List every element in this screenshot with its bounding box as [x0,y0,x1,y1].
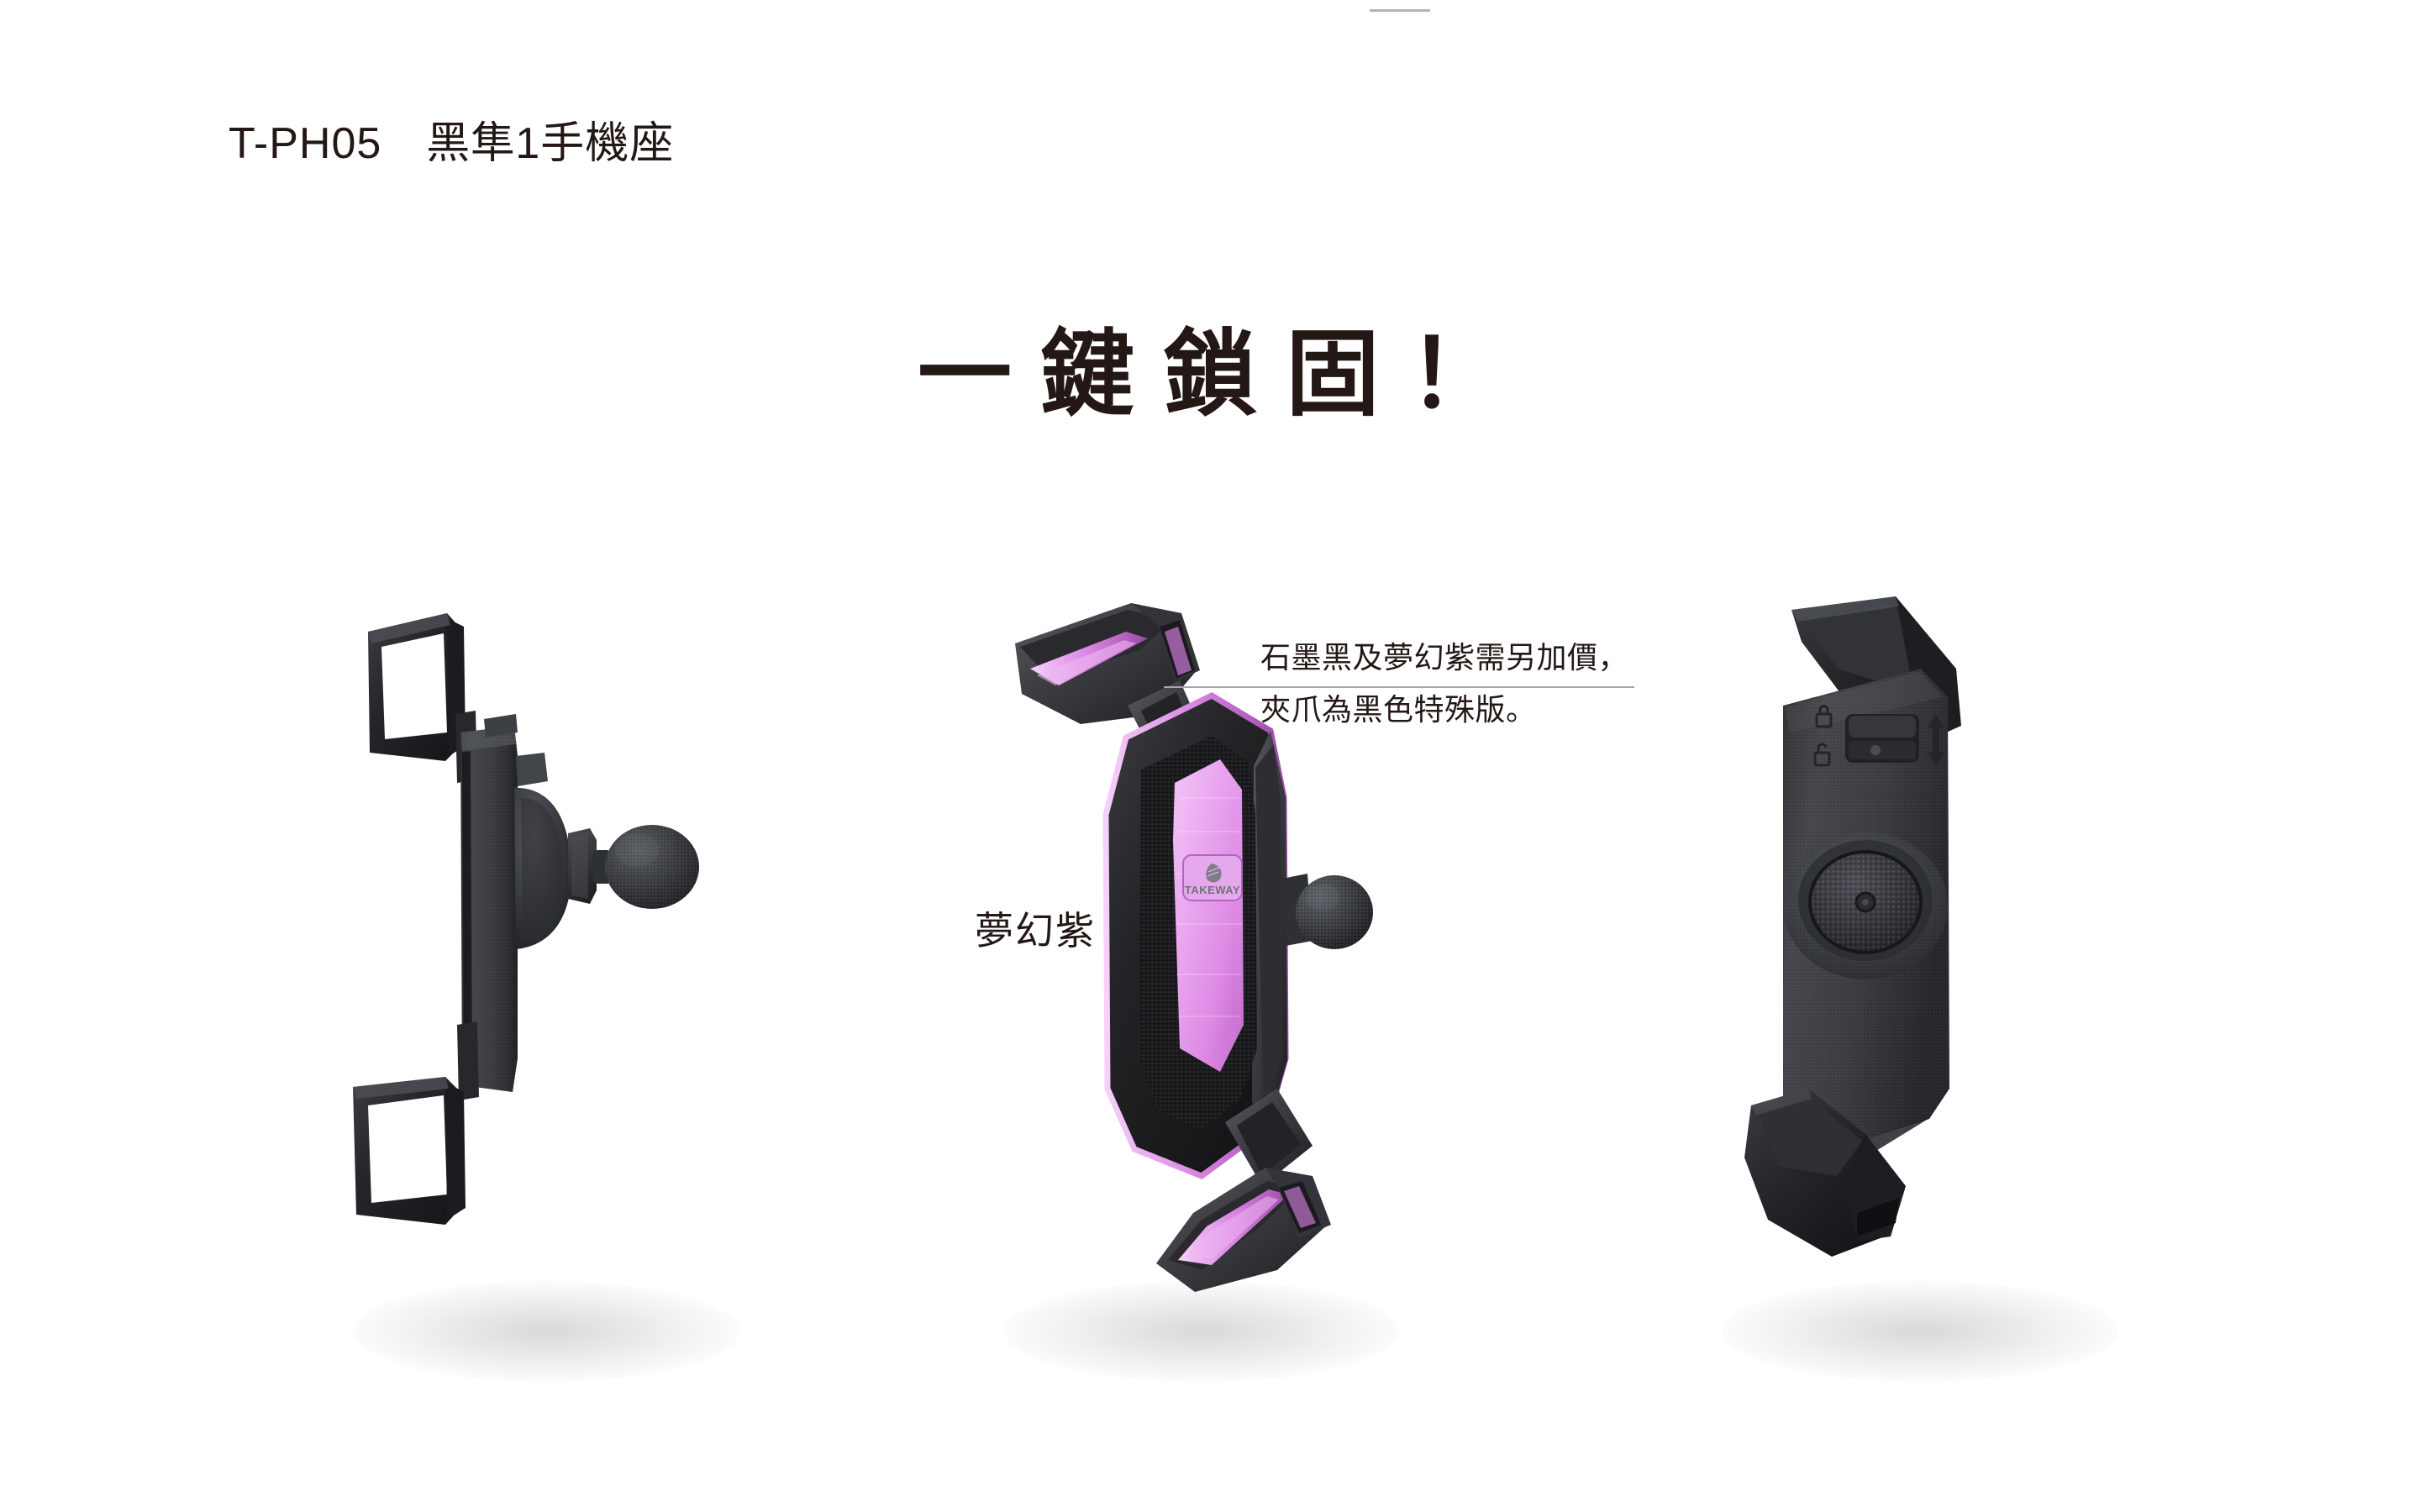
callout-text: 石墨黑及夢幻紫需另加價， 夾爪為黑色特殊版。 [1260,632,1655,736]
lower-claw-center [1156,1168,1331,1292]
product-right-rear-view [1731,588,2168,1344]
product-center-purple: TAKEWAY [1000,588,1437,1344]
product-stage: TAKEWAY [0,588,2420,1344]
product-left-side-view [319,588,756,1344]
callout-note: 石墨黑及夢幻紫需另加價， 夾爪為黑色特殊版。 [1164,632,1655,736]
ball-head-center [1282,874,1373,949]
body-top-tab [484,714,518,738]
page-title: T-PH05 黑隼1手機座 [229,119,675,168]
lower-claw-left [353,1077,466,1225]
claw-arm-lower [457,1021,479,1100]
lock-slider[interactable] [1845,714,1919,763]
product-right-illustration [1744,596,1961,1257]
takeway-badge: TAKEWAY [1182,854,1243,901]
lower-claw-right [1744,1089,1906,1257]
product-left-illustration [353,613,699,1225]
callout-line-1: 石墨黑及夢幻紫需另加價， [1260,640,1629,675]
mount-body-left [460,725,519,1092]
mount-body-center: TAKEWAY [1102,692,1289,1179]
takeway-wordmark: TAKEWAY [1185,884,1240,896]
lock-icons [1813,705,1833,767]
side-lug [516,753,548,786]
arrow-up-down-icon [1928,714,1944,766]
lock-closed-icon [1815,705,1833,728]
lower-claw-arm-shade [1237,1102,1301,1176]
lock-open-icon [1813,743,1831,767]
ball-collar [568,828,597,904]
upper-claw-left [368,613,466,761]
ball-socket-dial[interactable] [1808,850,1923,954]
top-rule-artifact [1370,9,1430,12]
callout-line-2: 夾爪為黑色特殊版。 [1260,691,1537,727]
ball-socket-housing [513,787,572,949]
headline: 一鍵鎖固！ [918,320,1531,429]
ball-head [605,825,699,909]
product-center-illustration: TAKEWAY [1015,603,1373,1292]
callout-leader-line [1164,686,1634,688]
color-label-purple: 夢幻紫 [975,909,1096,953]
